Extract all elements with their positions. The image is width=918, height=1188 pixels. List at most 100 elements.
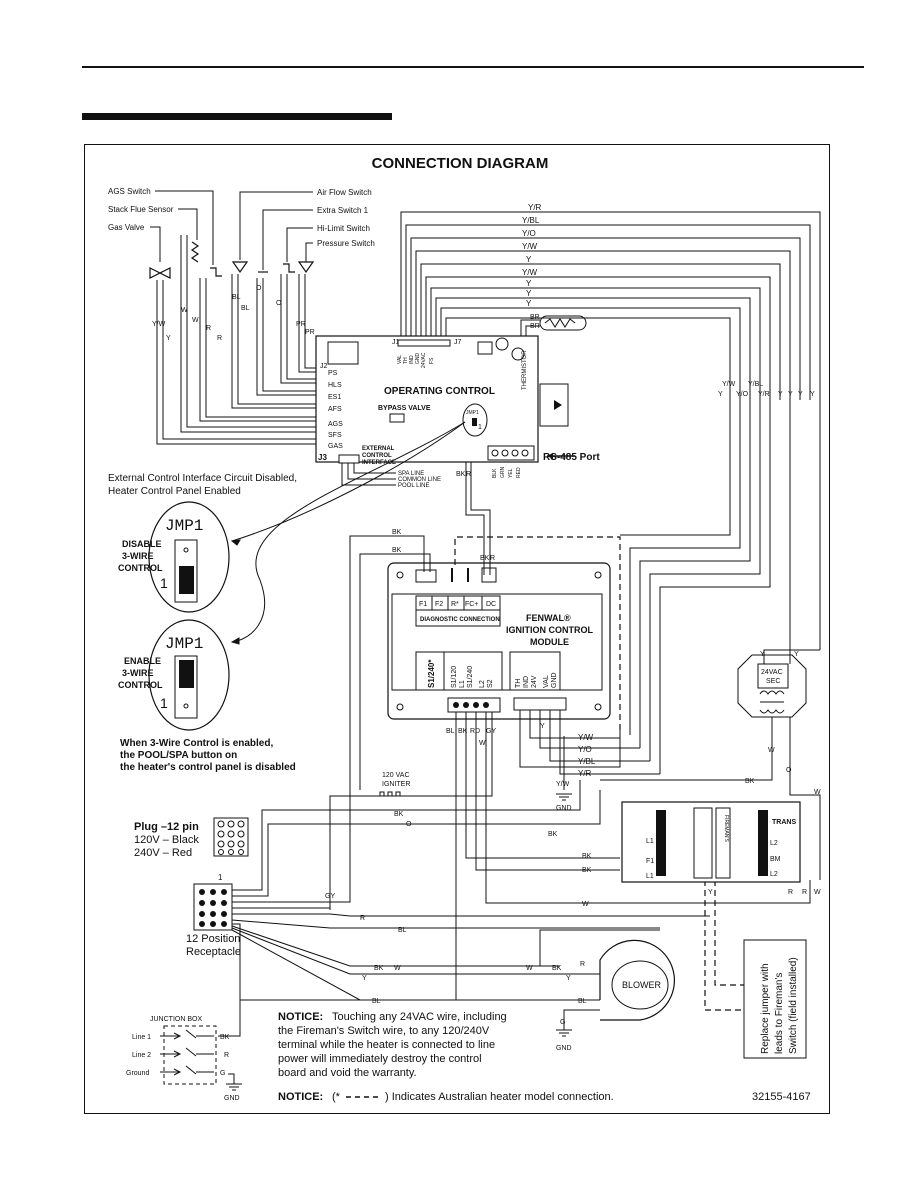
- svg-text:240V – Red: 240V – Red: [134, 847, 192, 859]
- svg-text:1: 1: [160, 575, 168, 591]
- svg-text:FC+: FC+: [465, 601, 478, 608]
- sensor-wires: [156, 235, 322, 445]
- svg-text:L2: L2: [770, 840, 778, 847]
- fenwal-ignition-module: F1 F2 R* FC+ DC DIAGNOSTIC CONNECTION FE…: [387, 562, 611, 720]
- svg-text:1: 1: [160, 695, 168, 711]
- svg-text:VAL: VAL: [543, 675, 550, 688]
- svg-text:IND: IND: [523, 676, 530, 688]
- svg-text:Heater Control Panel Enabled: Heater Control Panel Enabled: [108, 486, 241, 497]
- operating-control-board: J2 PS HLS ES1 AFS AGS SFS GAS J3 OPERATI…: [315, 335, 569, 479]
- svg-text:IND: IND: [409, 355, 415, 364]
- svg-text:BK: BK: [374, 965, 384, 972]
- svg-text:R*: R*: [451, 601, 459, 608]
- svg-text:BK: BK: [220, 1034, 230, 1041]
- svg-text:GND: GND: [556, 805, 572, 812]
- svg-text:GRN: GRN: [500, 467, 506, 479]
- svg-text:O: O: [276, 300, 282, 307]
- svg-text:AGS: AGS: [328, 421, 343, 428]
- svg-text:O: O: [256, 285, 262, 292]
- svg-text:BL: BL: [578, 998, 587, 1005]
- svg-text:DIAGNOSTIC CONNECTION: DIAGNOSTIC CONNECTION: [420, 617, 500, 623]
- svg-text:Y/R: Y/R: [578, 769, 592, 778]
- svg-text:L2: L2: [770, 871, 778, 878]
- svg-text:CONTROL: CONTROL: [118, 680, 163, 690]
- svg-text:GND: GND: [415, 353, 421, 365]
- gnd-symbol-1: [556, 793, 572, 801]
- svg-text:COMMON LINE: COMMON LINE: [398, 477, 441, 483]
- svg-text:TH: TH: [515, 679, 522, 688]
- header-rule: [82, 66, 864, 68]
- svg-text:W: W: [582, 901, 589, 908]
- svg-text:Y: Y: [798, 391, 803, 398]
- svg-text:TRANS: TRANS: [772, 819, 796, 826]
- left-pin-labels: PS HLS ES1 AFS AGS SFS GAS: [328, 370, 343, 450]
- gas-valve-icon: [149, 267, 171, 279]
- svg-text:BK: BK: [480, 555, 490, 562]
- svg-text:O: O: [406, 821, 412, 828]
- receptacle-12pin-icon: [193, 883, 233, 931]
- svg-text:BR: BR: [530, 323, 540, 330]
- ags-switch-label: AGS Switch: [108, 187, 151, 196]
- svg-text:Y: Y: [362, 975, 367, 982]
- svg-text:GND: GND: [551, 672, 558, 688]
- svg-text:R: R: [217, 335, 222, 342]
- blower: BLOWER: [599, 939, 676, 1021]
- pressure-switch-label: Pressure Switch: [317, 239, 375, 248]
- svg-text:ES1: ES1: [328, 394, 341, 401]
- transformer-wires: [600, 649, 821, 880]
- svg-text:1: 1: [478, 424, 482, 431]
- section-heading-bar: [82, 113, 392, 120]
- svg-text:24V: 24V: [531, 675, 538, 688]
- fenwal-bottom-labels: BL BK RD GY W: [446, 728, 496, 747]
- svg-text:Y/W: Y/W: [578, 733, 594, 742]
- svg-text:R: R: [360, 915, 365, 922]
- svg-text:J2: J2: [320, 363, 328, 370]
- svg-text:the Fireman's Switch wire, to: the Fireman's Switch wire, to any 120/24…: [278, 1025, 490, 1037]
- svg-text:S1/240*: S1/240*: [427, 659, 436, 688]
- svg-text:Plug –12 pin: Plug –12 pin: [134, 821, 199, 833]
- svg-text:BL: BL: [372, 998, 381, 1005]
- svg-text:Line 2: Line 2: [132, 1052, 151, 1059]
- pressure-switch-icon: [297, 261, 315, 274]
- svg-text:R: R: [788, 889, 793, 896]
- svg-text:the heater's control panel is: the heater's control panel is disabled: [120, 762, 296, 773]
- svg-text:W: W: [768, 747, 775, 754]
- svg-text:External Control Interface Cir: External Control Interface Circuit Disab…: [108, 473, 297, 484]
- svg-text:Y/W: Y/W: [522, 268, 538, 277]
- svg-text:GND: GND: [224, 1095, 240, 1102]
- svg-text:R: R: [206, 325, 211, 332]
- svg-text:BL: BL: [398, 927, 407, 934]
- svg-text:BK: BK: [745, 778, 755, 785]
- svg-text:BK: BK: [392, 529, 402, 536]
- svg-text:BK: BK: [456, 471, 466, 478]
- svg-text:GY: GY: [325, 893, 335, 900]
- svg-text:GND: GND: [556, 1045, 572, 1052]
- svg-text:R: R: [802, 889, 807, 896]
- svg-text:Y: Y: [526, 289, 532, 298]
- svg-text:S2: S2: [487, 679, 494, 688]
- svg-text:BL: BL: [241, 305, 250, 312]
- sensor-leaders: [150, 190, 313, 270]
- svg-text:JMP1: JMP1: [165, 517, 203, 535]
- svg-text:THERMISTOR: THERMISTOR: [522, 350, 528, 390]
- svg-text:CONTROL: CONTROL: [362, 453, 392, 459]
- svg-text:power will immediately destroy: power will immediately destroy the contr…: [278, 1053, 482, 1065]
- svg-text:BR: BR: [530, 314, 540, 321]
- svg-text:BL: BL: [446, 728, 455, 735]
- svg-text:Y: Y: [778, 391, 783, 398]
- rs485-label: RS-485 Port: [543, 452, 600, 463]
- svg-text:W: W: [192, 317, 199, 324]
- svg-text:W: W: [394, 965, 401, 972]
- svg-text:IGNITER: IGNITER: [382, 781, 410, 788]
- fenwal-terminal-labels: F1 F2 R* FC+ DC: [415, 595, 501, 611]
- svg-text:L1: L1: [459, 680, 466, 688]
- svg-text:BLK: BLK: [492, 468, 498, 478]
- hi-limit-switch-icon: [283, 263, 295, 273]
- svg-text:Y/W: Y/W: [522, 242, 538, 251]
- svg-text:3-WIRE: 3-WIRE: [122, 668, 154, 678]
- svg-text:Y: Y: [794, 651, 799, 658]
- top-right-wire-labels: Y/R Y/BL Y/O Y/W Y Y/W Y Y Y: [522, 203, 542, 308]
- right-bundle-wires: [620, 400, 821, 774]
- svg-text:Y/O: Y/O: [736, 391, 749, 398]
- svg-text:W: W: [181, 307, 188, 314]
